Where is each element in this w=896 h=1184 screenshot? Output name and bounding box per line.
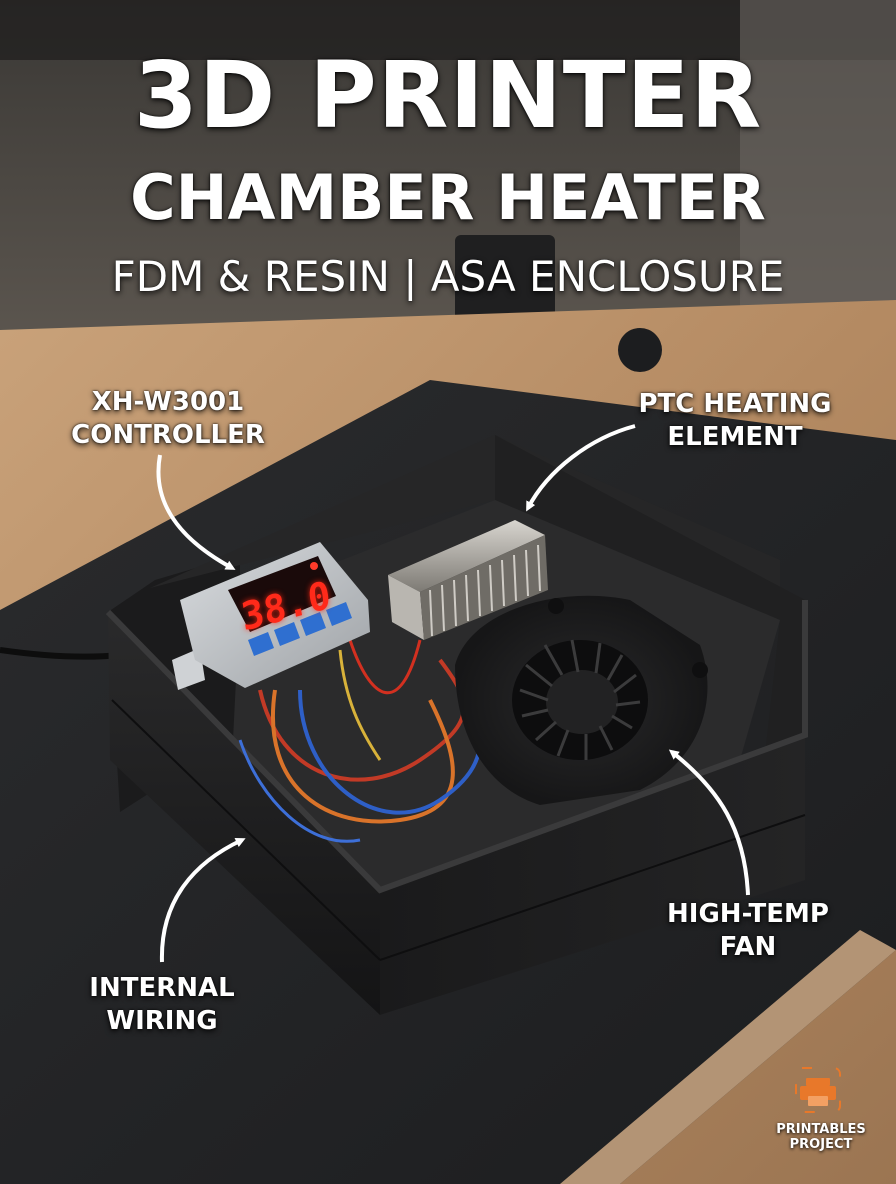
fan-blades: [519, 639, 641, 760]
callout-fan: HIGH-TEMP FAN: [648, 898, 848, 964]
enclosure-right-wall: [495, 435, 805, 800]
controller-button: [326, 602, 352, 626]
controller-button: [248, 632, 274, 656]
controller-display-panel: [228, 556, 336, 632]
ptc-arrow: [526, 424, 636, 512]
fan-mount-hole: [692, 662, 708, 678]
wire-yellow: [338, 649, 382, 761]
fan-arrow: [668, 749, 750, 896]
enclosure-seam: [379, 814, 806, 961]
ptc-fins: [420, 535, 548, 640]
enclosure-front-left: [108, 612, 380, 1015]
ptc-heating-element: [388, 520, 548, 640]
wire-orange: [271, 689, 455, 824]
callout-wiring-line1: INTERNAL: [89, 973, 235, 1003]
callout-fan-line2: FAN: [719, 932, 777, 962]
xh-w3001-controller: [172, 542, 370, 690]
callout-heating-element: PTC HEATING ELEMENT: [610, 388, 860, 454]
controller-button: [300, 612, 326, 636]
ptc-top: [388, 520, 545, 592]
wiring-arrow: [159, 838, 246, 963]
background-object: [740, 0, 896, 340]
brand-line2: PROJECT: [789, 1137, 853, 1152]
brand-icon-space: [756, 1060, 886, 1122]
callout-heating-element-line1: PTC HEATING: [638, 389, 832, 419]
ptc-front: [388, 575, 424, 640]
ptc-fin-lines: [429, 544, 541, 637]
poster-subtitle: FDM & RESIN | ASA ENCLOSURE: [111, 252, 785, 301]
printer-icon: [795, 1067, 841, 1113]
wire-red-2: [348, 639, 422, 694]
controller-button: [274, 622, 300, 646]
wire-left: [238, 739, 361, 843]
poster-title-line2: CHAMBER HEATER: [130, 161, 766, 234]
mat-button: [618, 328, 662, 372]
poster-title-line1: 3D PRINTER: [133, 42, 763, 149]
mat-edge-right: [560, 930, 896, 1184]
callout-heating-element-line2: ELEMENT: [667, 422, 803, 452]
callout-controller-line2: CONTROLLER: [71, 420, 265, 450]
callout-controller-line1: XH-W3001: [91, 387, 245, 417]
callout-controller: XH-W3001 CONTROLLER: [48, 386, 288, 452]
callout-wiring: INTERNAL WIRING: [72, 972, 252, 1038]
enclosure-seam: [111, 699, 381, 961]
callout-fan-line1: HIGH-TEMP: [667, 899, 829, 929]
callout-wiring-line2: WIRING: [106, 1006, 218, 1036]
background-stand: [455, 235, 555, 330]
controller-indicator: [310, 562, 318, 570]
enclosure-front-right: [380, 735, 805, 1015]
blower-fan: [455, 595, 708, 805]
brand-line1: PRINTABLES: [776, 1122, 866, 1137]
controller-arrow: [156, 454, 236, 570]
fan-mount-hole: [548, 598, 564, 614]
fan-hub: [546, 670, 618, 734]
brand-logo: PRINTABLES PROJECT: [756, 1060, 886, 1152]
